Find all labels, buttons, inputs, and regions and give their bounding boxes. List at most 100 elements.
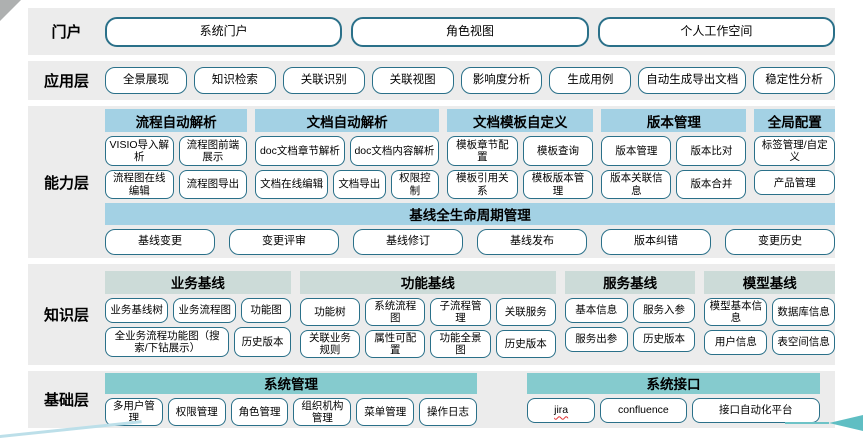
- row: 功能树系统流程图子流程管理关联服务: [299, 297, 556, 326]
- base-button[interactable]: 操作日志: [419, 397, 477, 427]
- group-header-system-mgmt: 系统管理: [105, 372, 477, 394]
- capability-button[interactable]: 模板查询: [522, 136, 594, 167]
- row: 模板章节配置模板查询: [447, 136, 594, 167]
- capability-button[interactable]: 版本管理: [601, 136, 672, 167]
- baseline-button[interactable]: 变更评审: [229, 228, 339, 255]
- slide-corner-triangle: [0, 0, 21, 21]
- layer-capability: 能力层 流程自动解析 VISIO导入解析流程图前端展示 流程图在线编辑流程图导出…: [28, 106, 835, 258]
- group-version-mgmt: 版本管理 版本管理版本比对 版本关联信息版本合并: [601, 109, 747, 199]
- interface-button-jira[interactable]: jira: [527, 397, 596, 423]
- knowledge-button[interactable]: 服务入参: [632, 297, 696, 323]
- interface-button-confluence[interactable]: confluence: [600, 397, 687, 423]
- app-button[interactable]: 知识检索: [193, 67, 276, 94]
- baseline-button[interactable]: 基线变更: [105, 228, 215, 255]
- app-button[interactable]: 自动生成导出文档: [638, 67, 747, 94]
- group-header-process-parse: 流程自动解析: [105, 109, 248, 133]
- knowledge-button[interactable]: 数据库信息: [772, 297, 836, 326]
- knowledge-button[interactable]: 系统流程图: [365, 297, 426, 326]
- group-process-parse: 流程自动解析 VISIO导入解析流程图前端展示 流程图在线编辑流程图导出: [105, 109, 248, 199]
- layer-label-capability: 能力层: [43, 174, 89, 192]
- row: 基本信息服务入参: [564, 297, 696, 323]
- row: 服务出参历史版本: [564, 326, 696, 352]
- knowledge-button[interactable]: 属性可配置: [365, 330, 426, 359]
- portal-buttons: 系统门户角色视图个人工作空间: [105, 16, 835, 47]
- app-button[interactable]: 影响度分析: [460, 67, 543, 94]
- app-button[interactable]: 关联识别: [282, 67, 365, 94]
- portal-button[interactable]: 系统门户: [105, 16, 343, 47]
- portal-button[interactable]: 个人工作空间: [597, 16, 835, 47]
- capability-button[interactable]: 文档导出: [333, 170, 386, 199]
- row: 业务基线树业务流程图功能图: [105, 297, 291, 323]
- group-template-custom: 文档模板自定义 模板章节配置模板查询 模板引用关系模板版本管理: [447, 109, 594, 199]
- base-button[interactable]: 菜单管理: [356, 397, 415, 427]
- knowledge-button[interactable]: 功能全景图: [430, 330, 491, 359]
- knowledge-button[interactable]: 关联服务: [495, 297, 556, 326]
- layer-portal: 门户 系统门户角色视图个人工作空间: [28, 8, 835, 55]
- knowledge-button[interactable]: 关联业务规则: [299, 330, 361, 359]
- capability-button[interactable]: 产品管理: [754, 170, 835, 196]
- knowledge-button[interactable]: 历史版本: [632, 326, 696, 352]
- knowledge-button[interactable]: 模型基本信息: [704, 297, 768, 326]
- capability-button[interactable]: doc文档章节解析: [255, 136, 345, 167]
- app-buttons: 全景展现知识检索关联识别关联视图影响度分析生成用例自动生成导出文档稳定性分析: [105, 67, 835, 94]
- app-button[interactable]: 全景展现: [105, 67, 187, 94]
- capability-button[interactable]: 流程图在线编辑: [105, 170, 174, 199]
- capability-button[interactable]: 流程图前端展示: [178, 136, 248, 167]
- layer-knowledge: 知识层 业务基线 业务基线树业务流程图功能图 全业务流程功能图（搜索/下钻展示）…: [28, 264, 836, 365]
- capability-button[interactable]: 模板版本管理: [522, 170, 594, 199]
- group-global-config: 全局配置 标签管理/自定义 产品管理: [754, 109, 835, 198]
- base-button[interactable]: 组织机构管理: [293, 397, 352, 427]
- knowledge-button[interactable]: 功能树: [299, 297, 361, 326]
- app-button[interactable]: 稳定性分析: [753, 67, 835, 94]
- capability-button[interactable]: 版本比对: [676, 136, 747, 167]
- knowledge-button[interactable]: 业务基线树: [105, 297, 169, 323]
- baseline-button[interactable]: 基线修订: [353, 228, 463, 255]
- row: 标签管理/自定义: [754, 136, 835, 167]
- layer-label-portal: 门户: [51, 24, 82, 41]
- group-header-service-baseline: 服务基线: [564, 270, 696, 294]
- knowledge-button[interactable]: 基本信息: [564, 297, 628, 323]
- capability-button[interactable]: 版本关联信息: [601, 170, 672, 199]
- capability-button[interactable]: 权限控制: [390, 170, 440, 199]
- group-model-baseline: 模型基线 模型基本信息数据库信息 用户信息表空间信息: [704, 270, 836, 358]
- capability-button[interactable]: 版本合并: [676, 170, 747, 199]
- app-button[interactable]: 关联视图: [371, 67, 454, 94]
- capability-button[interactable]: 标签管理/自定义: [754, 136, 835, 167]
- layer-label-app: 应用层: [43, 73, 89, 90]
- group-function-baseline: 功能基线 功能树系统流程图子流程管理关联服务 关联业务规则属性可配置功能全景图历…: [299, 270, 556, 359]
- row: 版本关联信息版本合并: [601, 170, 747, 199]
- row: 模型基本信息数据库信息: [704, 297, 836, 326]
- group-business-baseline: 业务基线 业务基线树业务流程图功能图 全业务流程功能图（搜索/下钻展示）历史版本: [105, 270, 291, 358]
- capability-button[interactable]: 模板章节配置: [447, 136, 518, 167]
- layer-label-base: 基础层: [43, 392, 89, 409]
- knowledge-button[interactable]: 用户信息: [704, 330, 768, 355]
- knowledge-button[interactable]: 业务流程图: [173, 297, 237, 323]
- base-button[interactable]: 权限管理: [167, 397, 226, 427]
- base-button[interactable]: 角色管理: [230, 397, 289, 427]
- interface-button-api-platform[interactable]: 接口自动化平台: [691, 397, 820, 423]
- capability-button[interactable]: 文档在线编辑: [255, 170, 329, 199]
- knowledge-button[interactable]: 功能图: [241, 297, 291, 323]
- row: 文档在线编辑文档导出权限控制: [255, 170, 440, 199]
- group-header-model-baseline: 模型基线: [704, 270, 836, 294]
- baseline-button[interactable]: 基线发布: [477, 228, 587, 255]
- portal-button[interactable]: 角色视图: [351, 16, 589, 47]
- capability-button[interactable]: VISIO导入解析: [105, 136, 174, 167]
- baseline-button[interactable]: 版本纠错: [601, 228, 711, 255]
- knowledge-button[interactable]: 服务出参: [564, 326, 628, 352]
- group-system-mgmt: 系统管理 多用户管理权限管理角色管理组织机构管理菜单管理操作日志: [105, 372, 477, 427]
- row: 版本管理版本比对: [601, 136, 747, 167]
- knowledge-button[interactable]: 表空间信息: [772, 330, 836, 355]
- baseline-lifecycle-header: 基线全生命周期管理: [105, 202, 835, 225]
- knowledge-button[interactable]: 历史版本: [234, 326, 291, 357]
- knowledge-button[interactable]: 历史版本: [495, 330, 556, 359]
- capability-button[interactable]: 流程图导出: [178, 170, 248, 199]
- layer-app: 应用层 全景展现知识检索关联识别关联视图影响度分析生成用例自动生成导出文档稳定性…: [28, 61, 835, 100]
- capability-button[interactable]: doc文档内容解析: [349, 136, 440, 167]
- knowledge-button[interactable]: 全业务流程功能图（搜索/下钻展示）: [105, 326, 230, 357]
- app-button[interactable]: 生成用例: [549, 67, 632, 94]
- baseline-button[interactable]: 变更历史: [725, 228, 835, 255]
- knowledge-button[interactable]: 子流程管理: [430, 297, 491, 326]
- row: 全业务流程功能图（搜索/下钻展示）历史版本: [105, 326, 291, 357]
- capability-button[interactable]: 模板引用关系: [447, 170, 518, 199]
